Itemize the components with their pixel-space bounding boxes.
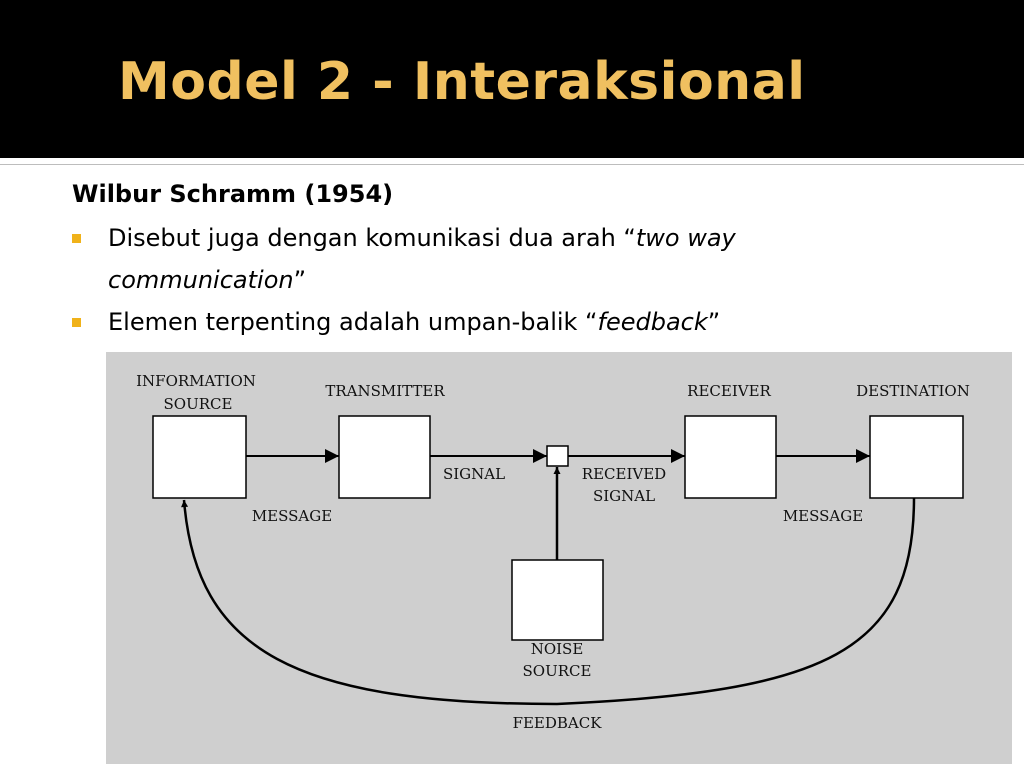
receiver-box [684,415,777,499]
signal-label: SIGNAL [443,465,505,483]
slide-title: Model 2 - Interaksional [118,52,806,112]
title-divider-shadow [0,164,1024,165]
information-source-label-line-2: SOURCE [164,395,233,413]
bullet-1-line-2: communication” [108,260,306,300]
bullet-1-emphasis-2: communication [108,266,294,294]
noise-source-box [511,559,604,641]
message-left-label: MESSAGE [252,507,332,525]
bullet-2-text: Elemen terpenting adalah umpan-balik “ [108,308,598,336]
receiver-label: RECEIVER [687,382,771,400]
diagram-background [106,352,1012,764]
bullet-2: Elemen terpenting adalah umpan-balik “fe… [108,302,720,342]
transmitter-label: TRANSMITTER [325,382,445,400]
destination-box [869,415,964,499]
information-source-label-line-1: INFORMATION [136,372,256,390]
received-signal-label-line-1: RECEIVED [582,465,666,483]
bullet-marker-1 [72,234,81,243]
bullet-1-text: Disebut juga dengan komunikasi dua arah … [108,224,636,252]
title-bar: Model 2 - Interaksional [0,0,1024,158]
message-right-label: MESSAGE [783,507,863,525]
bullet-marker-2 [72,318,81,327]
title-divider [0,158,1024,164]
schramm-communication-diagram: INFORMATION SOURCE TRANSMITTER RECEIVER … [106,352,1012,764]
feedback-arrow [181,497,916,706]
bullet-1-emphasis-1: two way [635,224,736,252]
bullet-2-close-quote: ” [707,308,721,336]
bullet-2-emphasis: feedback [597,308,708,336]
bullet-1-line-1: Disebut juga dengan komunikasi dua arah … [108,218,736,258]
transmitter-box [338,415,431,499]
feedback-label: FEEDBACK [513,714,603,732]
bullet-1-close-quote: ” [293,266,307,294]
noise-source-label-line-1: NOISE [531,640,584,658]
noise-source-label-line-2: SOURCE [523,662,592,680]
information-source-box [152,415,247,499]
noise-junction-box [546,445,569,467]
destination-label: DESTINATION [856,382,970,400]
slide-subtitle: Wilbur Schramm (1954) [72,180,394,208]
received-signal-label-line-2: SIGNAL [593,487,655,505]
